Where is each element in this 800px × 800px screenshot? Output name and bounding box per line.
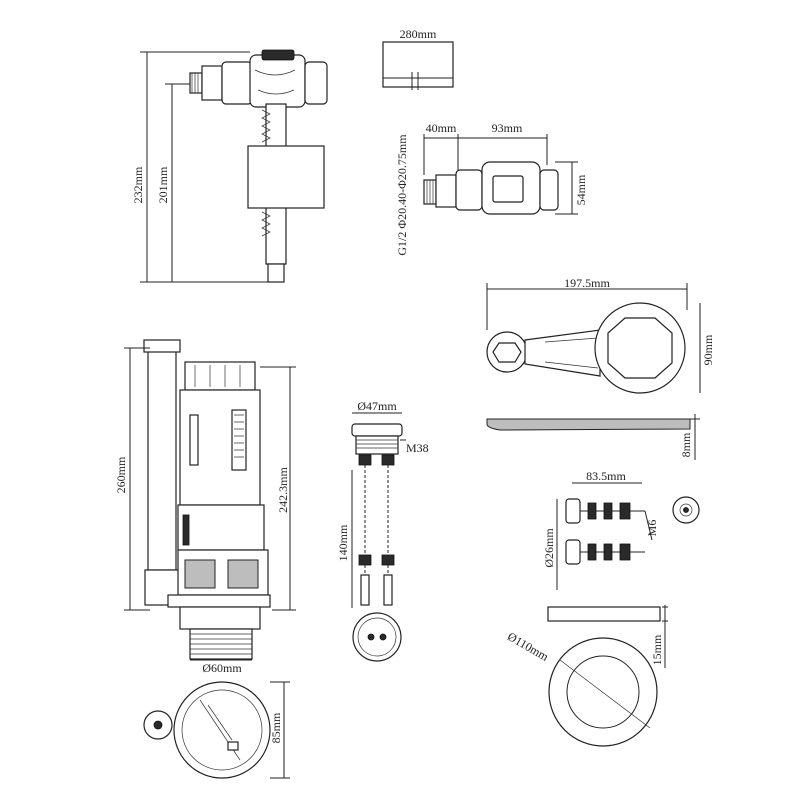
flush-valve-lower-body (177, 504, 265, 551)
flush-valve-top (184, 361, 256, 391)
push-button-drawing: Ø47mm M38 140mm (336, 399, 429, 662)
flush-valve-seal (167, 594, 271, 608)
push-button-head (351, 423, 403, 437)
dim-flush-valve-body: 242.3mm (276, 467, 290, 513)
fill-valve-foot (267, 263, 285, 283)
dim-outlet-width: 280mm (400, 27, 437, 41)
fill-valve-cap (261, 49, 295, 61)
outlet-block-drawing: 280mm (382, 27, 454, 90)
side-valve-nut (435, 174, 457, 208)
seal-ring-inner (566, 655, 640, 729)
dim-push-button-thread: M38 (406, 441, 429, 455)
dim-fill-valve-float: 201mm (156, 166, 170, 203)
fill-valve-drawing: 232mm 201mm (131, 49, 328, 283)
dim-seal-thickness: 15mm (650, 634, 664, 665)
wrench-small-hex (492, 342, 522, 363)
flush-valve-tube-cap (143, 339, 181, 353)
seal-ring-side-view (547, 606, 661, 622)
dim-flush-valve-overall: 260mm (114, 456, 128, 493)
dim-seal-dia: Ø110mm (505, 629, 551, 664)
seal-ring-drawing: 15mm Ø110mm (505, 605, 668, 747)
dim-bolt-head-dia: Ø26mm (542, 528, 556, 568)
dim-side-valve-height: 54mm (574, 174, 588, 205)
fill-valve-head-left (221, 61, 253, 105)
dim-push-button-dia: Ø47mm (357, 399, 397, 413)
flush-valve-nut (179, 606, 261, 630)
dim-side-valve-thread: G1/2 Φ20.40-Φ20.75mm (395, 134, 409, 256)
wrench-drawing: 197.5mm 90mm 8mm (486, 276, 715, 460)
flush-valve-drawing: 260mm 242.3mm Ø60mm (114, 339, 296, 675)
bolt-bottom (565, 539, 645, 565)
fill-valve-head (249, 54, 306, 108)
push-button-top-view (352, 612, 402, 662)
push-button-thread (355, 435, 399, 455)
wrench-handle (524, 329, 601, 377)
base-plate-drawing: 85mm (143, 681, 290, 779)
wrench-side-view (486, 418, 691, 431)
bolts-drawing: 83.5mm Ø26mm M6 (542, 469, 700, 590)
bolt-top (565, 498, 645, 524)
fill-valve-float (247, 145, 325, 209)
fill-valve-arm (304, 61, 328, 105)
side-valve-body-left (455, 169, 483, 211)
dim-wrench-height: 90mm (701, 334, 715, 365)
base-plate-outer (173, 681, 271, 779)
dim-side-valve-a: 40mm (426, 121, 457, 135)
flush-valve-overflow-tube (147, 344, 177, 571)
flush-valve-scale (231, 409, 247, 471)
dim-flush-valve-base: Ø60mm (202, 661, 242, 675)
dim-wrench-thickness: 8mm (679, 432, 693, 457)
dim-fill-valve-total: 232mm (131, 166, 145, 203)
dim-side-valve-b: 93mm (492, 121, 523, 135)
wrench-large-hex (607, 317, 673, 379)
side-valve-window (492, 175, 524, 203)
side-valve-arm (539, 169, 559, 211)
dim-push-button-cable: 140mm (336, 524, 350, 561)
dim-bolt-length: 83.5mm (586, 469, 626, 483)
dim-base-plate-height: 85mm (269, 712, 283, 743)
dim-bolt-thread: M6 (645, 520, 659, 537)
side-valve-drawing: 40mm 93mm 54mm G1/2 Φ20.40-Φ20.75mm (395, 121, 588, 256)
flush-valve-slot-left (189, 414, 199, 466)
dim-wrench-length: 197.5mm (564, 276, 610, 290)
fill-valve-nut (201, 65, 223, 101)
